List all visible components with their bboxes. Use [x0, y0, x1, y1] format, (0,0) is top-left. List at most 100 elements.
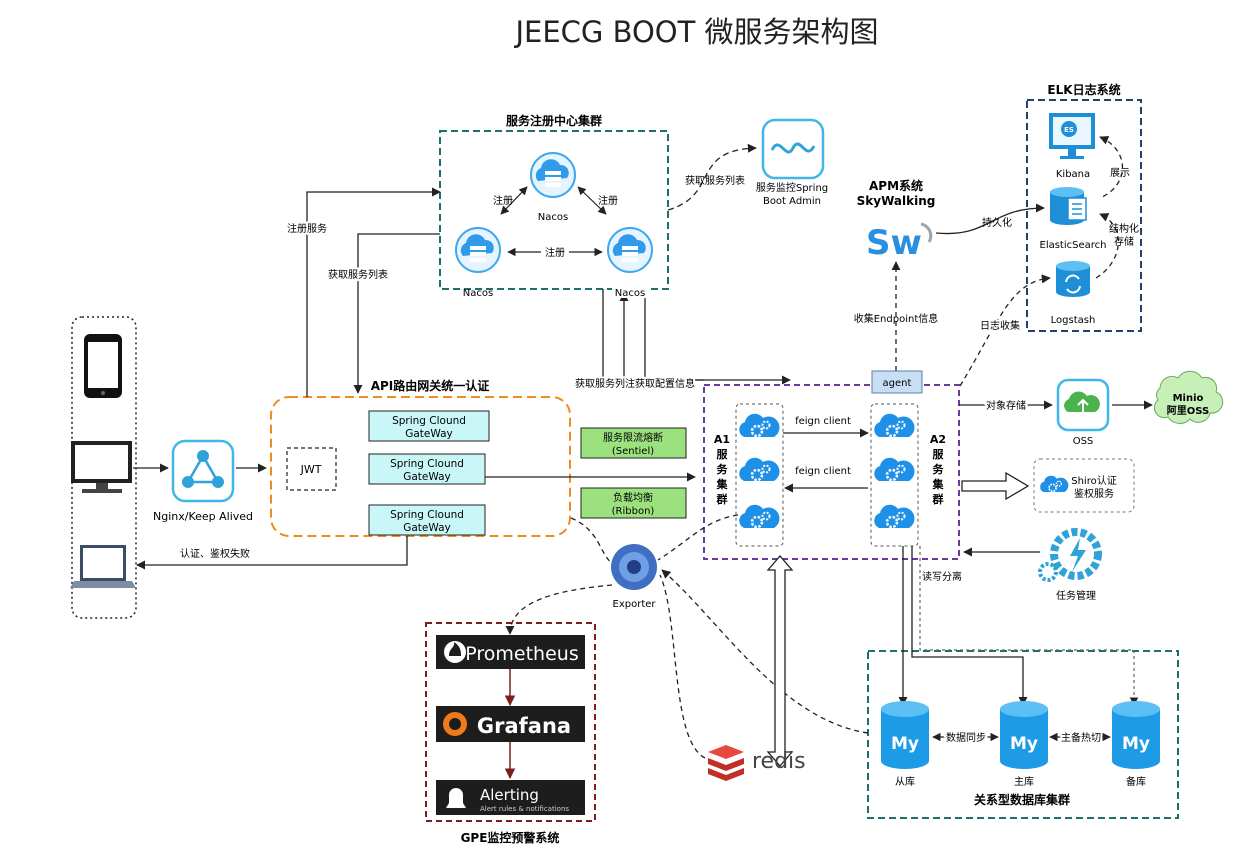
a1-label-line: 服 [717, 448, 729, 461]
a2-label-line: 群 [932, 492, 944, 506]
exporter-label: Exporter [613, 599, 657, 610]
gateway-group-label: API路由网关统一认证 [371, 378, 490, 393]
apm-subtitle: SkyWalking [857, 194, 936, 208]
alerting-sublabel: Alert rules & notifications [480, 805, 569, 813]
minio-node: Minio 阿里OSS [1153, 370, 1224, 424]
minio-cloud-shape [1153, 370, 1224, 424]
get-list-gw-label: 获取服务列表 [328, 268, 388, 281]
structured-label-2: 存储 [1114, 235, 1134, 248]
skywalking-arc-icon [920, 222, 933, 243]
display-label: 展示 [1110, 167, 1130, 179]
gateway-1-line-1: Spring Clound [392, 415, 466, 427]
db-backup-label: 备库 [1126, 775, 1146, 788]
db-slave-label: 从库 [895, 775, 915, 788]
ribbon-line-1: 负载均衡 [613, 491, 653, 504]
elk-group [1026, 99, 1142, 332]
register-right-label: 注册 [598, 194, 618, 207]
kibana-label: Kibana [1056, 169, 1090, 180]
redis-label: redis [752, 749, 806, 774]
gateway-3-line-2: GateWay [403, 522, 451, 534]
service-gear-icon [872, 456, 916, 483]
shiro-label-2: 鉴权服务 [1074, 487, 1114, 500]
registry-group-label: 服务注册中心集群 [506, 113, 602, 128]
desktop-computer-icon [71, 441, 132, 493]
oss-node: OSS [1056, 378, 1110, 447]
elk-group-label: ELK日志系统 [1047, 82, 1120, 97]
a1-label-line: 群 [716, 492, 728, 506]
prometheus-label: Prometheus [465, 643, 578, 665]
sentinel-line-1: 服务限流熔断 [603, 431, 663, 444]
master-hot-label: 主备热切 [1061, 731, 1101, 744]
alerting-label: Alerting [480, 786, 539, 804]
mysql-logo-text: My [1010, 734, 1038, 754]
skywalking-logo-text: Sw [866, 223, 922, 263]
redis-logo-icon [708, 745, 744, 759]
nacos-right-label: Nacos [615, 288, 645, 299]
a2-label-line: 集 [932, 477, 945, 491]
a1-label-line: 务 [717, 462, 729, 476]
boot-admin-node: 服务监控Spring Boot Admin [756, 118, 828, 207]
mysql-logo-text: My [891, 734, 919, 754]
gateway-2-line-2: GateWay [403, 471, 451, 483]
nginx-node: Nginx/Keep Alived [153, 439, 253, 523]
mobile-phone-icon [84, 334, 122, 398]
service-gear-icon [872, 503, 916, 530]
gateway-2-line-1: Spring Clound [390, 458, 464, 470]
object-storage-label: 对象存储 [986, 399, 1026, 412]
a2-label-line: A2 [930, 433, 946, 446]
nacos-top-node: Nacos [530, 152, 576, 223]
grafana-badge: Grafana [436, 706, 585, 742]
feign-client-label-2: feign client [795, 466, 851, 477]
service-gear-icon [872, 412, 916, 439]
agent-box [871, 370, 923, 394]
nginx-label: Nginx/Keep Alived [153, 510, 253, 523]
sentinel-line-2: (Sentiel) [612, 446, 654, 457]
shiro-node: Shiro认证 鉴权服务 [1033, 458, 1135, 513]
gateway-3-line-1: Spring Clound [390, 509, 464, 521]
minio-label-2: 阿里OSS [1167, 405, 1209, 417]
gateway-node-2: Spring Clound GateWay [368, 453, 486, 485]
alert-bell-icon [446, 788, 466, 808]
boot-admin-label-1: 服务监控Spring [756, 181, 828, 194]
redis-node: redis [708, 745, 806, 781]
services-group [703, 384, 960, 560]
alerting-badge: Alerting Alert rules & notifications [436, 780, 585, 815]
laptop-icon [70, 545, 136, 588]
a1-label: A1 服 务 集 群 [714, 433, 730, 506]
a2-label: A2 服 务 集 群 [930, 433, 946, 506]
db-master-node: My 主库 [1000, 701, 1048, 788]
a2-cluster [870, 403, 919, 547]
persist-label: 持久化 [982, 216, 1012, 229]
service-gear-icon [737, 503, 781, 530]
structured-label-1: 结构化 [1109, 222, 1139, 235]
oss-label: OSS [1073, 436, 1094, 447]
logstash-node: Logstash [1051, 261, 1095, 326]
get-list-cfg-label: 获取服务列注获取配置信息 [575, 377, 695, 390]
log-collect-label: 日志收集 [980, 319, 1020, 332]
task-node: 任务管理 [1038, 528, 1102, 602]
gateway-1-line-2: GateWay [405, 428, 453, 440]
register-bottom-label: 注册 [545, 246, 565, 259]
register-left-label: 注册 [493, 194, 513, 207]
gateway-node-3: Spring Clound GateWay [368, 504, 486, 536]
grafana-label: Grafana [477, 714, 571, 738]
boot-admin-label-2: Boot Admin [763, 196, 821, 207]
db-slave-node: My 从库 [881, 701, 929, 788]
elasticsearch-node: ElasticSearch [1040, 187, 1107, 251]
collect-endpoint-label: 收集Endpoint信息 [854, 312, 939, 325]
kibana-node: ES Kibana [1049, 113, 1095, 180]
a2-label-line: 务 [933, 462, 945, 476]
nacos-left-node: Nacos [455, 227, 501, 299]
agent-label: agent [883, 378, 912, 389]
a1-label-line: A1 [714, 433, 730, 446]
gateway-group [270, 396, 571, 537]
kibana-icon-text: ES [1064, 126, 1074, 134]
ribbon-box: 负载均衡 (Ribbon) [580, 487, 687, 519]
cloud-server-icon [530, 152, 576, 198]
auth-fail-label: 认证、鉴权失败 [180, 547, 250, 560]
task-label: 任务管理 [1056, 589, 1096, 602]
nacos-left-label: Nacos [463, 288, 493, 299]
db-master-label: 主库 [1014, 775, 1034, 788]
task-gear-icon [1050, 528, 1102, 580]
